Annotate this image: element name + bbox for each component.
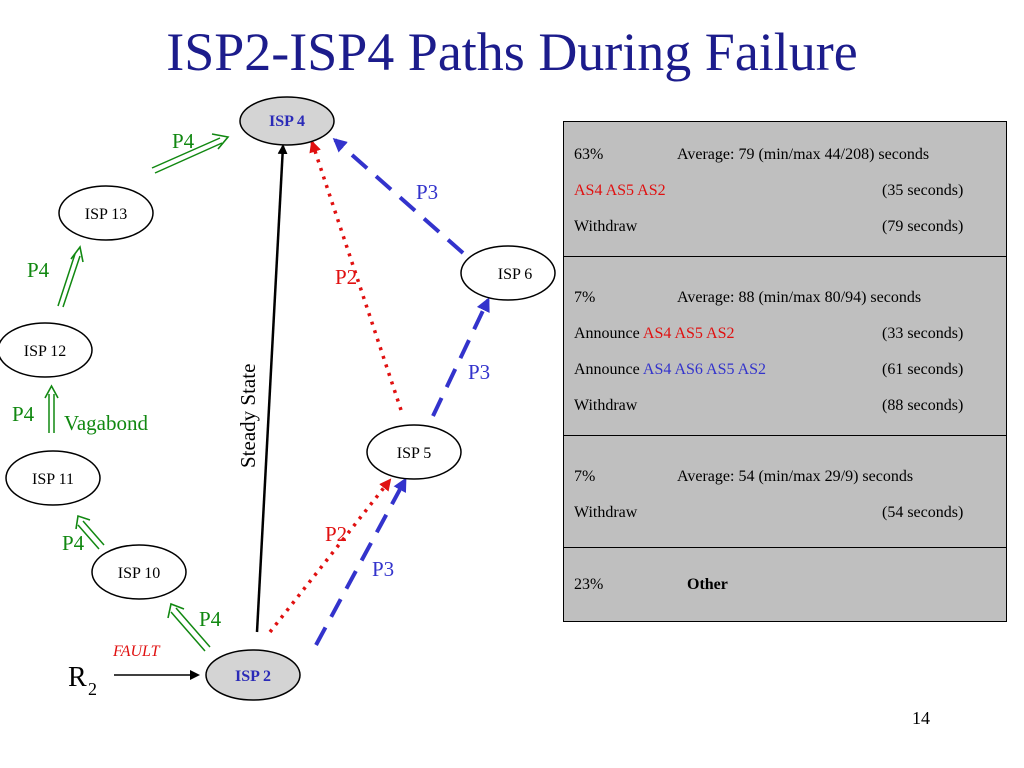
table-divider xyxy=(564,435,1006,436)
svg-text:ISP 11: ISP 11 xyxy=(32,471,74,488)
p3-arrow-isp6-isp4 xyxy=(332,138,465,255)
p2-arrow-isp2-isp5 xyxy=(268,478,392,634)
group1-pct: 63% xyxy=(574,146,604,163)
svg-text:ISP 4: ISP 4 xyxy=(269,113,305,130)
label-p4-isp13: P4 xyxy=(27,258,50,282)
p4-arrow-isp10-isp11 xyxy=(75,514,105,550)
label-p4-isp11: P4 xyxy=(62,531,85,555)
group2-announce-2: Announce AS4 AS6 AS5 AS2 xyxy=(574,361,767,378)
group3-withdraw: Withdraw xyxy=(574,504,638,521)
node-isp6: ISP 6 xyxy=(460,245,556,301)
group1-path-time: (35 seconds) xyxy=(882,182,964,199)
group2-announce-2-time: (61 seconds) xyxy=(882,361,964,378)
table-divider xyxy=(564,256,1006,257)
group1-withdraw-time: (79 seconds) xyxy=(882,218,964,235)
table-divider xyxy=(564,547,1006,548)
label-p2-bottom: P2 xyxy=(325,522,347,546)
group4-pct: 23% xyxy=(574,576,604,593)
label-steady-state: Steady State xyxy=(236,364,260,468)
svg-text:ISP 12: ISP 12 xyxy=(24,343,67,360)
steady-state-arrow xyxy=(255,144,288,633)
group2-withdraw: Withdraw xyxy=(574,397,638,414)
results-table: 63% Average: 79 (min/max 44/208) seconds… xyxy=(563,121,1007,622)
svg-text:R: R xyxy=(68,662,87,693)
svg-text:ISP 2: ISP 2 xyxy=(235,668,271,685)
p4-arrow-isp2-isp10 xyxy=(167,602,211,652)
label-p4-top: P4 xyxy=(172,129,195,153)
group1-average: Average: 79 (min/max 44/208) seconds xyxy=(677,146,930,163)
node-isp10: ISP 10 xyxy=(91,544,187,600)
label-p3-bottom: P3 xyxy=(372,557,394,581)
label-p3-mid: P3 xyxy=(468,360,490,384)
node-isp4: ISP 4 xyxy=(239,96,335,146)
label-r2: R 2 xyxy=(68,662,97,699)
group1-path: AS4 AS5 AS2 xyxy=(574,182,666,199)
p2-arrow-isp5-isp4 xyxy=(309,140,403,411)
label-p2-top: P2 xyxy=(335,265,357,289)
group3-pct: 7% xyxy=(574,468,596,485)
group3-withdraw-time: (54 seconds) xyxy=(882,504,964,521)
group4-other: Other xyxy=(687,576,728,593)
group2-withdraw-time: (88 seconds) xyxy=(882,397,964,414)
label-p3-top: P3 xyxy=(416,180,438,204)
node-isp5: ISP 5 xyxy=(366,424,462,480)
svg-text:ISP 13: ISP 13 xyxy=(85,206,128,223)
p4-arrow-isp11-isp12 xyxy=(44,384,59,433)
node-isp12: ISP 12 xyxy=(0,322,93,378)
svg-text:ISP 10: ISP 10 xyxy=(118,565,161,582)
label-vagabond: Vagabond xyxy=(64,411,148,435)
slide-title: ISP2-ISP4 Paths During Failure xyxy=(166,22,858,82)
node-isp2: ISP 2 xyxy=(205,649,301,701)
p4-arrow-isp12-isp13 xyxy=(57,245,84,308)
label-fault: FAULT xyxy=(112,643,161,660)
p3-arrow-isp5-isp6 xyxy=(431,297,490,417)
group2-average: Average: 88 (min/max 80/94) seconds xyxy=(677,289,922,306)
svg-text:ISP 5: ISP 5 xyxy=(397,445,432,462)
page-number: 14 xyxy=(912,708,930,728)
group3-average: Average: 54 (min/max 29/9) seconds xyxy=(677,468,914,485)
group2-announce-1: Announce AS4 AS5 AS2 xyxy=(574,325,735,342)
label-p4-isp10: P4 xyxy=(199,607,222,631)
group2-pct: 7% xyxy=(574,289,596,306)
p4-arrow-isp13-isp4 xyxy=(151,133,230,174)
node-isp11: ISP 11 xyxy=(5,450,101,506)
svg-text:2: 2 xyxy=(88,679,97,699)
node-isp13: ISP 13 xyxy=(58,185,154,241)
group2-announce-1-time: (33 seconds) xyxy=(882,325,964,342)
group1-withdraw: Withdraw xyxy=(574,218,638,235)
label-p4-isp12: P4 xyxy=(12,402,35,426)
svg-text:ISP 6: ISP 6 xyxy=(498,266,533,283)
